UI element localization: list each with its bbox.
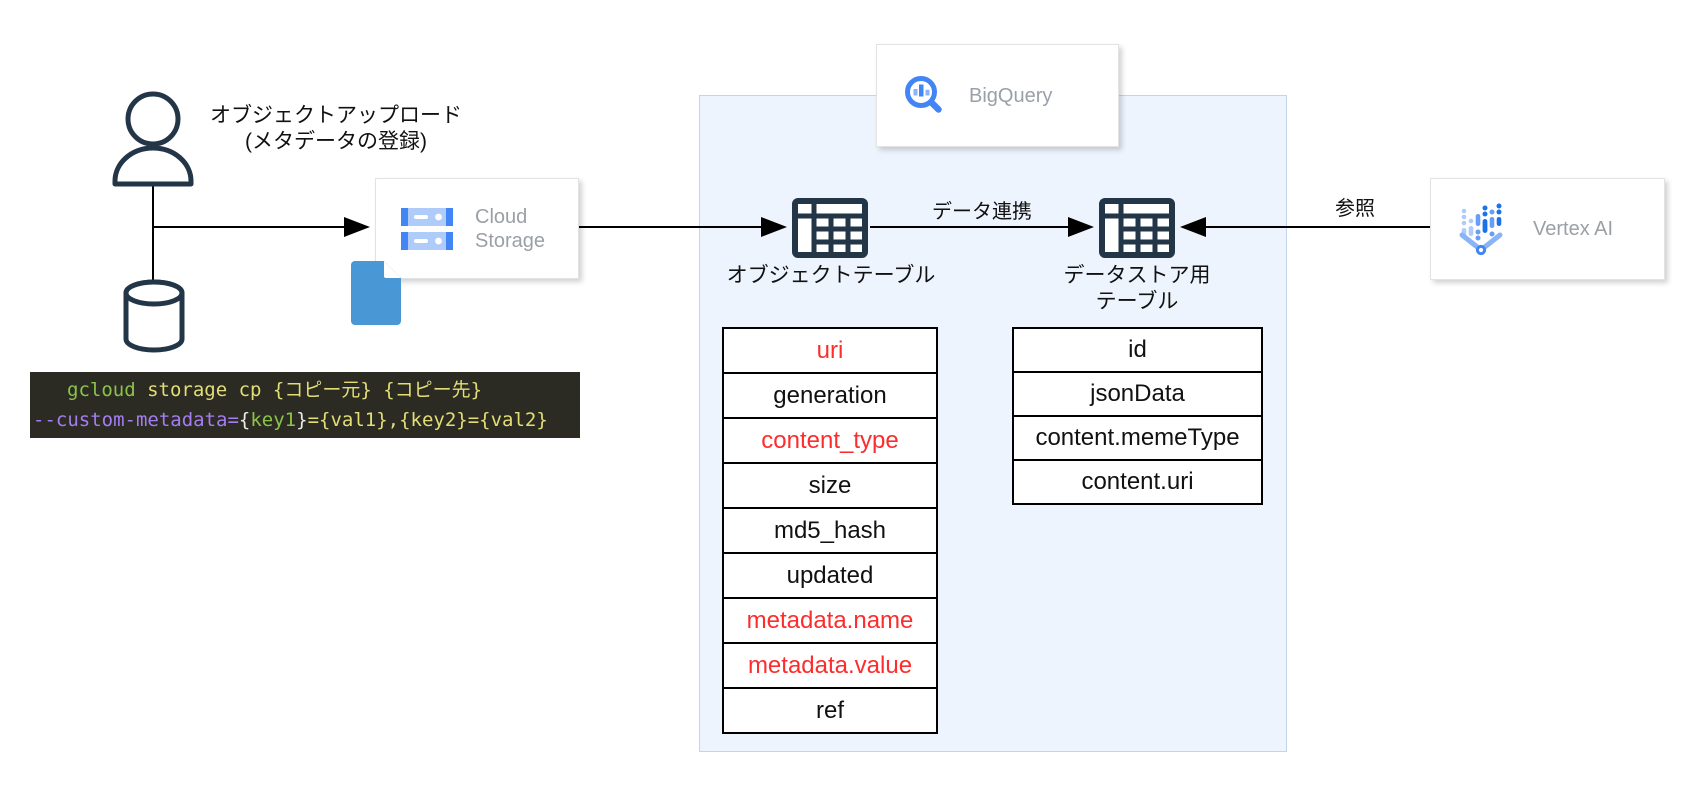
actor-label: オブジェクトアップロード (メタデータの登録) [206, 103, 466, 155]
code-line: --custom-metadata={key1}={val1},{key2}={… [30, 405, 580, 435]
gcloud-command-block: gcloud storage cp {コピー元} {コピー先}--custom-… [30, 372, 580, 438]
table-field-row: ref [724, 689, 936, 732]
bigquery-card: BigQuery [876, 44, 1119, 147]
datastore-table-label-line1: データストア用 [1063, 264, 1211, 287]
code-token: } [296, 409, 308, 431]
cloud-storage-label: Cloud Storage [475, 205, 546, 252]
table-field-row: content.memeType [1014, 417, 1261, 461]
edges [152, 186, 1430, 282]
object-table-icon [792, 198, 868, 258]
reference-edge-label: 参照 [1335, 198, 1375, 220]
actor-label-line1: オブジェクトアップロード [210, 104, 462, 127]
table-field-row: uri [724, 329, 936, 374]
data-linkage-edge-label: データ連携 [932, 201, 1032, 223]
actor-label-line2: (メタデータの登録) [245, 130, 427, 153]
vertex-ai-label: Vertex AI [1533, 218, 1614, 240]
code-line: gcloud storage cp {コピー元} {コピー先} [30, 375, 580, 405]
code-token: --custom-metadata= [33, 409, 239, 431]
vertex-ai-card: Vertex AI [1430, 178, 1665, 280]
datastore-table-icon [1099, 198, 1175, 258]
cloud-storage-icon [401, 207, 453, 250]
bigquery-label: BigQuery [969, 84, 1053, 107]
code-lines: gcloud storage cp {コピー元} {コピー先}--custom-… [30, 375, 580, 435]
code-token: key1 [250, 409, 297, 431]
table-field-row: size [724, 464, 936, 509]
table-field-row: metadata.value [724, 644, 936, 689]
database-icon [123, 279, 185, 353]
table-field-row: jsonData [1014, 373, 1261, 417]
bigquery-icon [905, 75, 942, 113]
cloud-storage-card: Cloud Storage [375, 178, 579, 279]
table-field-row: content_type [724, 419, 936, 464]
datastore-table-icon-label: データストア用 テーブル [1037, 263, 1237, 315]
code-token: { [238, 409, 251, 431]
datastore-table-label-line2: テーブル [1095, 290, 1179, 313]
object-table-icon-label: オブジェクトテーブル [726, 264, 936, 287]
table-field-row: metadata.name [724, 599, 936, 644]
user-icon [112, 91, 194, 187]
table-field-row: id [1014, 329, 1261, 373]
table-field-row: updated [724, 554, 936, 599]
document-icon [351, 261, 401, 325]
table-field-row: content.uri [1014, 461, 1261, 503]
table-field-row: md5_hash [724, 509, 936, 554]
code-token: storage cp {コピー元} {コピー先} [135, 379, 483, 401]
code-token: gcloud [67, 379, 136, 401]
code-token: ={val1},{key2}={val2} [307, 409, 548, 431]
vertex-ai-icon [1459, 203, 1503, 256]
table-field-row: generation [724, 374, 936, 419]
